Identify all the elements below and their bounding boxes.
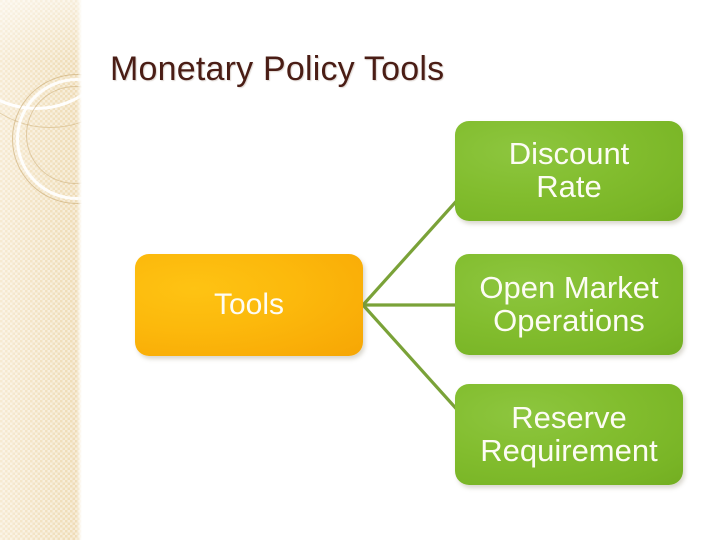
reserve-requirement-line-1: Reserve xyxy=(511,399,627,435)
page-title: Monetary Policy Tools xyxy=(110,50,445,88)
diagram-node-reserve-requirement[interactable]: Reserve Requirement xyxy=(455,384,683,485)
discount-rate-line-1: Discount xyxy=(508,136,630,172)
diagram-node-tools[interactable]: Tools xyxy=(135,254,363,356)
connector-to-reserve-requirement xyxy=(361,303,472,426)
sidebar-edge-fade xyxy=(78,0,82,540)
open-market-line-1: Open Market xyxy=(479,269,659,305)
open-market-line-2: Operations xyxy=(493,302,645,338)
diagram-node-reserve-requirement-label: Reserve Requirement xyxy=(455,399,683,468)
diagram-node-open-market-operations-label: Open Market Operations xyxy=(455,269,683,338)
diagram-node-open-market-operations[interactable]: Open Market Operations xyxy=(455,254,683,355)
diagram-node-discount-rate-label: Discount Rate xyxy=(455,136,683,204)
connector-to-discount-rate xyxy=(361,184,472,307)
diagram-node-tools-label: Tools xyxy=(213,288,285,322)
decorative-sidebar xyxy=(0,0,82,540)
reserve-requirement-line-2: Requirement xyxy=(480,432,658,468)
diagram-node-discount-rate[interactable]: Discount Rate xyxy=(455,121,683,221)
discount-rate-line-2: Rate xyxy=(536,169,602,204)
